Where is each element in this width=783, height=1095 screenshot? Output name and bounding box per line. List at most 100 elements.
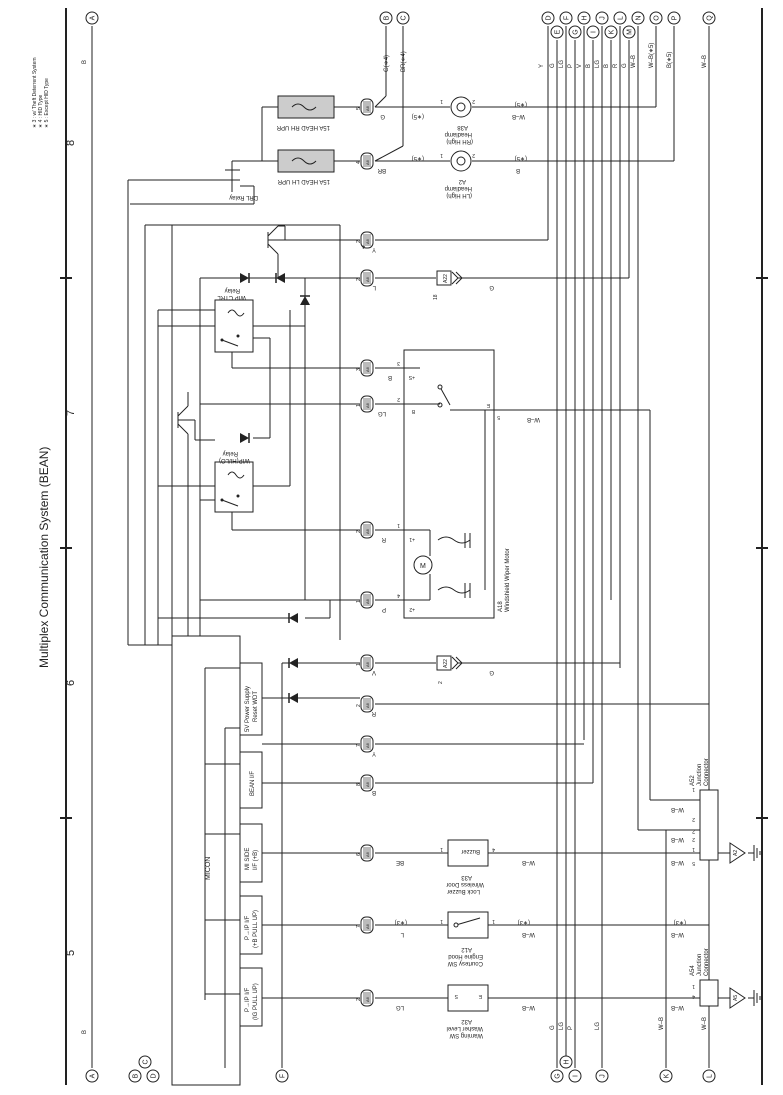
hood-sw-line3: Courtesy SW [447,960,483,966]
wire-label: W–B(∗5) [649,43,655,68]
bus-marker: L [702,1069,716,1083]
zone-6: 6 [65,680,77,686]
windshield-wiper-motor: M A18 Windshield Wiper Motor [403,349,511,619]
pin-number: E [486,402,490,408]
bus-marker-letter: H [582,15,589,20]
wire-label: B(∗5) [667,52,673,68]
fuse-rh: 15A HEAD RH UPR [276,95,335,130]
bus-marker: M [622,25,636,39]
pin-number: 2 [438,681,444,684]
pin-number: +1 [409,536,415,542]
page-title: Multiplex Communication System (BEAN) [37,447,51,668]
pin-number: 1 [356,600,362,603]
a52-line2: Junction [697,764,703,786]
wire-label: P [568,64,574,68]
drl-relay [127,160,262,645]
pin-connector-code: A6 [365,366,370,372]
headlamp-rh: A38 Headlamp (RH High) [444,96,473,144]
mi-side-if-line1: MI SIDE [245,848,251,870]
wire-label: L [400,931,404,937]
pin-number: E [478,993,482,999]
washer-level-warning-sw: A32 Washer Level Warning SW [447,984,489,1038]
engine-hood-courtesy-sw: A12 Engine Hood Courtesy SW [447,911,489,966]
micon-wires [204,239,709,1068]
wire-label: (∗3) [518,919,530,925]
bus-marker-letter: H [564,1059,571,1064]
buzzer-label: Buzzer [461,848,480,854]
headlamp-lh-line2: Headlamp [444,185,472,191]
wire-label: W–B [527,416,540,422]
wire-label: W–B [522,859,535,865]
bus-marker-letter: I [573,1075,580,1077]
pin-connector-code: A6 [365,996,370,1002]
pin-connector-code: A6 [365,238,370,244]
wire-label: (∗5) [412,113,424,119]
wire-label: W–B [512,113,525,119]
wire-label: W–B [659,1017,665,1030]
wire-label: G [380,113,385,119]
bus-marker-letter: G [573,29,580,34]
bus-marker-letter: B [133,1073,140,1078]
pin-number: 1 [356,663,362,666]
connector-a22-2: A22 [436,655,463,671]
bus-marker-letter: J [600,1074,607,1078]
bottom-wire-labels: G LG P LG W–B W–B [550,1017,708,1030]
washer-sw-id: A32 [461,1018,472,1024]
pin-number: 5 [356,107,362,110]
wire-label: W–B [522,1004,535,1010]
wire-label: BR(∗4) [401,51,407,72]
a52-line3: Connector [704,758,710,786]
pin-number: 2 [692,828,695,834]
bus-marker: K [604,25,618,39]
buzzer-line3: Lock Buzzer [447,888,480,894]
edge-label-top: B [82,60,88,64]
bus-marker: F [559,11,573,25]
wire-label: LG [559,60,565,68]
wire-label: W–B [631,55,637,68]
a54-line3: Connector [704,948,710,976]
micon-block: MICON [171,635,241,1086]
pin-number: 5 [692,860,695,866]
edge-label-bottom: B [82,1030,88,1034]
note-1: ∗ 3 : w/ Theft Deterrent System [32,57,38,128]
bus-marker-letter: J [600,16,607,20]
bus-marker-letter: D [546,15,553,20]
wire-label: W–B [671,859,684,865]
bus-marker: F [275,1069,289,1083]
a54-id: A54 [690,965,696,976]
pin-number: 2 [692,836,695,842]
wire-label: LG [595,1022,601,1030]
bus-marker: G [568,25,582,39]
wire-label: G [622,63,628,68]
pin-connector-code: A6 [365,528,370,534]
wire-label: W–B [671,836,684,842]
pin-number: +S [408,374,415,380]
buzzer-id: A33 [461,874,472,880]
wire-label: (∗5) [515,101,527,107]
drl-relay-label: DRL Relay [229,194,258,200]
wire-label: P [382,606,386,612]
pin-number: 8 [356,783,362,786]
bus-marker-letter: K [609,29,616,34]
pin-number: 2 [356,278,362,281]
wire-label: R [381,536,386,542]
diode [288,657,299,669]
bus-marker-letter: F [280,1074,287,1078]
pin-number: +2 [409,606,415,612]
pin-number: S [454,993,458,999]
pip-pull-b-line1: P→IP I/F [245,915,251,940]
ground-a5 [747,989,761,1007]
relay-wiring [128,224,360,646]
wire-label: B [586,64,592,68]
wire-label: B [372,789,376,795]
pin-connector-code: A6 [365,781,370,787]
